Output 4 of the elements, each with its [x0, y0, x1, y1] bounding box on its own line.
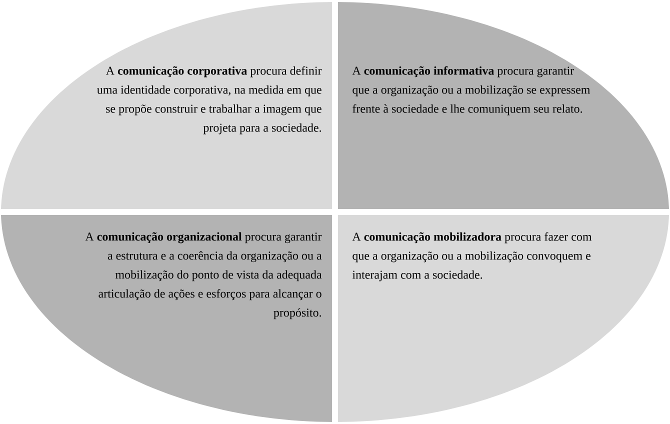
- quadrant: A comunicação organizacional procura garantir a estrutura e a coerência da organização ou a mobilização do ponto de vista da adequada articulação de ações e esforços para alcançar o propósito.: [1, 215, 332, 422]
- quadrant: A comunicação informativa procura garantir que a organização ou a mobilização se expressem frente à sociedade e lhe comuniquem seu relato.: [338, 2, 669, 209]
- quadrant: A comunicação mobilizadora procura fazer com que a organização ou a mobilização convoquem e interajam com a sociedade.: [338, 215, 669, 422]
- quadrant: A comunicação corporativa procura definir uma identidade corporativa, na medida em que se propõe construir e trabalhar a imagem que projeta para a sociedade.: [1, 2, 332, 209]
